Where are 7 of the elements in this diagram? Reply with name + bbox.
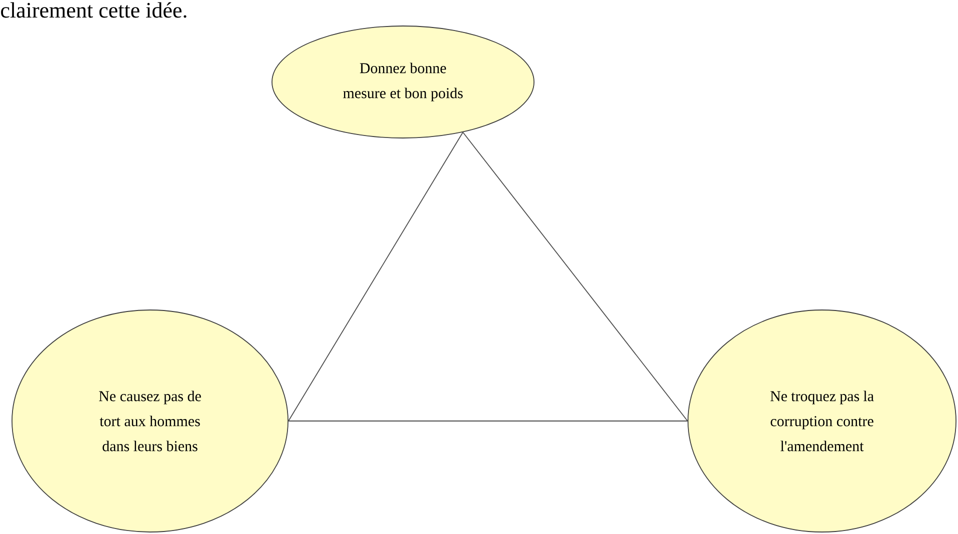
ellipse-node: Ne troquez pas la corruption contre l'amendement (688, 310, 956, 532)
connector-line (462, 132, 688, 422)
connector-line (288, 132, 464, 422)
text-line: clairement cette idée. (1, 2, 186, 18)
connector-line (288, 420, 688, 422)
ellipse-node: Donnez bonne mesure et bon poids (272, 26, 534, 138)
ellipse-node: Ne causez pas de tort aux hommes dans leurs biens (12, 310, 288, 532)
